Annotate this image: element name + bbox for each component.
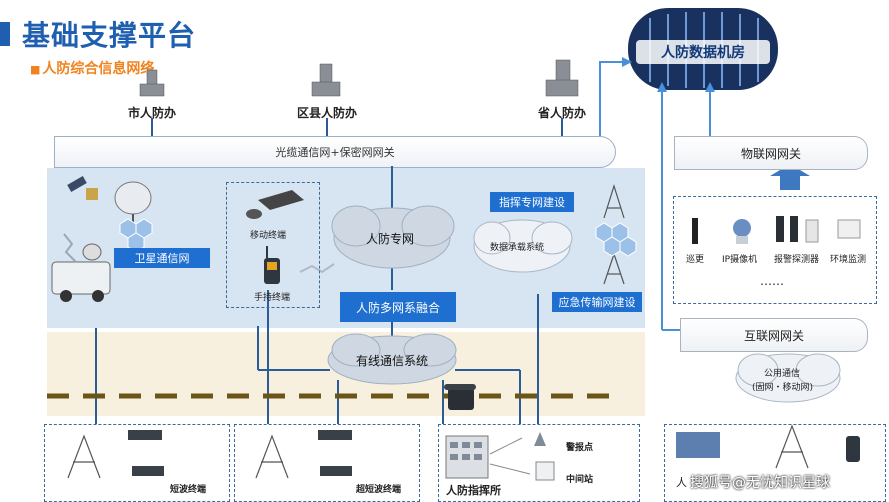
iot-device-label-env: 环境监测	[830, 255, 867, 265]
fusion-tag: 人防多网系融合	[340, 292, 456, 322]
cloud-private-net	[331, 205, 455, 269]
building-label-province: 省人防办	[537, 106, 586, 120]
command-net-label: 指挥专网建设	[499, 196, 565, 209]
mobile-terminal-label: 移动终端	[250, 231, 287, 241]
alarm-point-label: 警报点	[566, 443, 594, 453]
emergency-label: 应急传输网建设	[558, 296, 636, 309]
data-system-label: 数据承载系统	[490, 243, 545, 253]
building-label-county: 区县人防办	[296, 106, 357, 120]
ultra-shortwave-label: 超短波终端	[356, 485, 402, 495]
vehicle-icon	[51, 243, 111, 302]
telephone-icon	[444, 384, 476, 410]
wired-system-label: 有线通信系统	[356, 354, 429, 368]
alarm-detector-device-icon	[776, 216, 819, 243]
terminal-group-box	[226, 182, 320, 308]
right-handheld-icon	[846, 436, 860, 462]
datacenter-icon	[628, 8, 778, 90]
emergency-hex-cluster	[595, 222, 637, 257]
command-post-building-icon	[445, 435, 489, 479]
satellite-hex-cluster	[119, 218, 153, 253]
ultra-shortwave-device-icons	[318, 430, 352, 476]
patrol-device-icon	[692, 218, 698, 244]
emergency-tag: 应急传输网建设	[552, 292, 642, 312]
ultra-shortwave-tower-icon	[255, 434, 289, 479]
backbone-label: 光缆通信网+保密网网关	[275, 146, 395, 159]
private-net-label: 人防专网	[366, 232, 415, 246]
building-label-city: 市人防办	[127, 106, 176, 120]
right-bottom-partial-label: 人	[676, 476, 687, 489]
tower-icon-upper	[603, 183, 625, 219]
relay-station-icon	[535, 461, 555, 481]
iot-up-arrow	[770, 164, 810, 190]
cloud-wired-system	[327, 333, 457, 385]
shortwave-tower-icon	[67, 434, 101, 479]
satellite-dish-icon	[114, 181, 152, 232]
mobile-terminal-icon	[246, 190, 304, 219]
screen-wall-icon	[676, 432, 720, 458]
page-title: 基础支撑平台	[22, 19, 197, 52]
page-subtitle: 人防综合信息网络	[30, 58, 154, 78]
datacenter-label: 人防数据机房	[661, 45, 745, 61]
title-accent-bar	[0, 22, 10, 46]
iot-device-label-patrol: 巡更	[686, 255, 705, 265]
backbone-network-pipe: 光缆通信网+保密网网关	[54, 136, 616, 168]
ip-camera-device-icon	[733, 219, 751, 244]
env-monitor-device-icon	[837, 219, 861, 239]
iot-device-label-camera: IP摄像机	[722, 255, 758, 265]
cloud-public-net	[735, 353, 841, 403]
command-post-label: 人防指挥所	[446, 484, 501, 497]
iot-ellipsis: ……	[760, 274, 784, 288]
shortwave-device-icons	[128, 430, 164, 476]
handheld-terminal-label: 手持终端	[254, 293, 291, 303]
handheld-terminal-icon	[264, 246, 280, 284]
building-icon-province	[545, 59, 579, 97]
alarm-point-icon	[534, 432, 546, 446]
building-icon-county	[311, 63, 341, 97]
satellite-network-tag: 卫星通信网	[114, 248, 210, 268]
watermark: 搜狐号@无忧知识星球	[690, 475, 830, 491]
right-tower-icon	[775, 424, 809, 469]
command-net-tag: 指挥专网建设	[490, 192, 574, 212]
iot-device-box	[673, 196, 877, 304]
internet-gateway-label: 互联网网关	[743, 328, 804, 343]
internet-gateway: 互联网网关	[680, 318, 868, 352]
building-icon-city	[139, 69, 165, 97]
iot-device-label-alarm: 报警探测器	[774, 255, 820, 265]
satellite-network-label: 卫星通信网	[134, 252, 190, 265]
public-net-label-1: 公用通信	[764, 369, 801, 379]
shortwave-label: 短波终端	[170, 485, 207, 495]
public-net-label-2: (固网・移动网)	[752, 383, 814, 393]
iot-gateway-label: 物联网网关	[740, 146, 801, 161]
iot-gateway: 物联网网关	[674, 136, 868, 170]
tower-icon-lower	[603, 252, 625, 285]
cloud-data-system	[473, 219, 573, 273]
relay-station-label: 中间站	[566, 475, 594, 485]
fusion-label: 人防多网系融合	[355, 300, 440, 315]
satellite-icon	[67, 176, 98, 200]
